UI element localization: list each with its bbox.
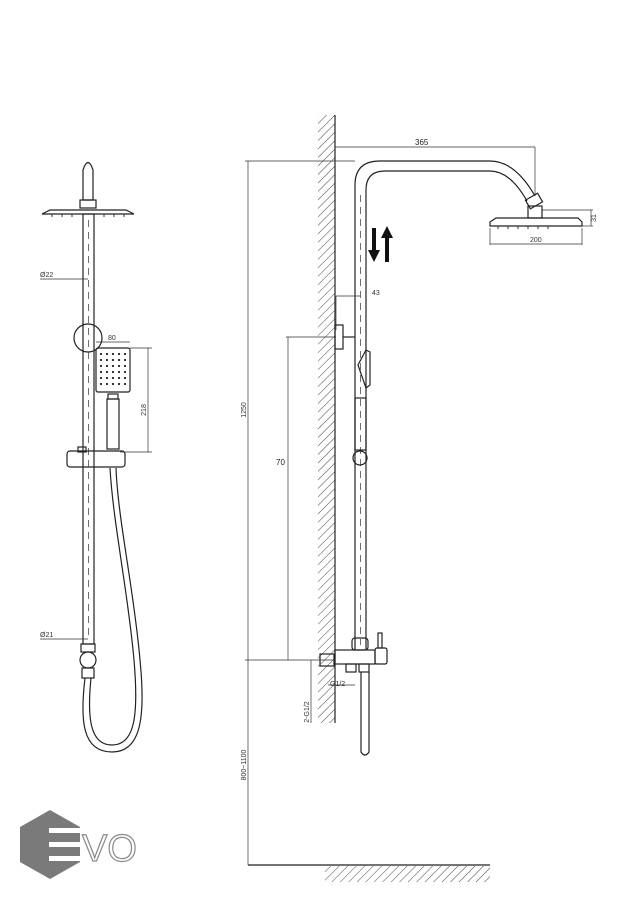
shower-arm-inner — [365, 170, 528, 650]
dim-head-height: 31 — [591, 214, 598, 222]
hand-shower-side — [357, 349, 371, 389]
hand-handle-side — [354, 397, 367, 451]
side-view: 365 31 200 43 G1/2 2-G1/2 — [241, 115, 598, 882]
dim-hand-length: 218 — [141, 404, 148, 416]
dim-total-height: 1250 — [241, 402, 248, 418]
shower-head-nozzles — [51, 214, 125, 217]
dim-mount-height: 800~1100 — [241, 749, 248, 780]
wall-hatch — [318, 115, 335, 723]
dim-hand-width: 80 — [108, 335, 116, 342]
outlet-nut — [358, 663, 370, 673]
floor-hatch — [325, 866, 490, 882]
hose-connector — [81, 667, 95, 679]
logo-e-bar — [49, 856, 81, 861]
handle-neck — [107, 393, 119, 400]
top-cap — [82, 161, 94, 201]
front-view: Ø22 80 218 Ø21 — [40, 161, 152, 753]
dim-wall-offset: 43 — [372, 290, 380, 297]
slider-bracket — [66, 450, 126, 468]
shower-head-side — [489, 217, 583, 227]
slider-clip — [77, 446, 87, 453]
mixer-lever — [377, 632, 383, 649]
logo-e-bar — [49, 828, 81, 833]
logo-text: VO — [82, 828, 137, 870]
dim-head-diameter: 200 — [530, 237, 542, 244]
diverter-knob — [79, 651, 97, 669]
head-connector — [79, 199, 97, 209]
mixer-handle — [374, 647, 388, 665]
spray-nozzles — [99, 352, 127, 386]
height-adjust-arrows-icon — [368, 226, 393, 262]
dim-arm-projection: 365 — [415, 138, 429, 147]
hand-shower-handle — [106, 398, 120, 450]
hose-outer — [82, 467, 143, 753]
spout — [360, 672, 370, 756]
holder-ring — [73, 323, 103, 353]
dim-pipe-d22: Ø22 — [40, 272, 53, 279]
evo-logo: VO — [20, 810, 138, 879]
dim-pipe-d21: Ø21 — [40, 632, 53, 639]
riser-connector — [351, 637, 369, 651]
hose-inner — [88, 467, 137, 746]
shower-arm-outer — [354, 160, 536, 650]
mixer-body — [334, 649, 376, 665]
ball-joint — [524, 192, 544, 210]
shower-head-nozzles — [497, 226, 549, 229]
shower-head-front — [41, 209, 135, 215]
valve-nut — [80, 643, 96, 653]
dim-outlet-thread: G1/2 — [330, 681, 345, 688]
dim-inlet-thread: 2-G1/2 — [304, 701, 311, 723]
logo-e-bar — [49, 842, 81, 847]
outlet-nut — [345, 663, 357, 673]
dim-adjustment: 70 — [276, 458, 285, 467]
hand-shower-head — [95, 347, 131, 393]
slider-knob-side — [352, 450, 368, 466]
